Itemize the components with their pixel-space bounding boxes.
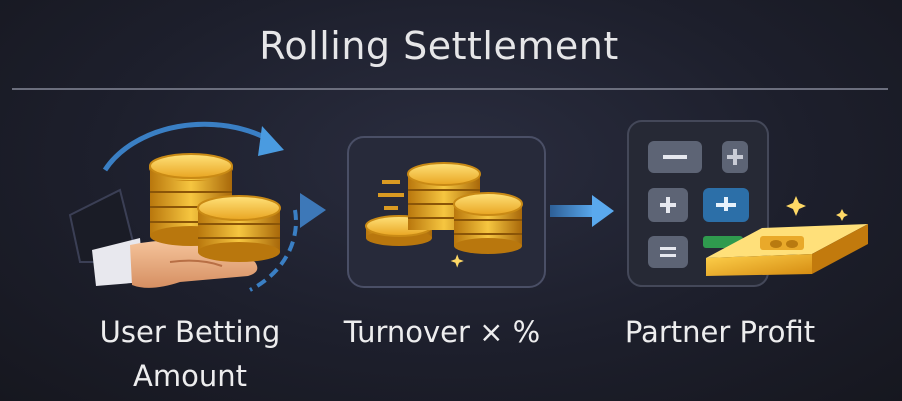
step-label-line: User Betting bbox=[99, 315, 281, 349]
step-label-user-betting-amount: User Betting Amount bbox=[70, 310, 310, 398]
hand-with-coins-icon bbox=[68, 121, 326, 292]
title-divider bbox=[12, 88, 888, 90]
step-label-line: Amount bbox=[133, 359, 247, 393]
flow-arrow bbox=[550, 195, 614, 227]
diagram-title: Rolling Settlement bbox=[259, 24, 619, 68]
step-label-line: Turnover × % bbox=[343, 315, 541, 349]
step-label-line: Partner Profit bbox=[624, 315, 816, 349]
coin-stacks-panel-icon bbox=[347, 136, 546, 288]
calculator-with-gold-icon bbox=[627, 120, 868, 287]
step-label-turnover: Turnover × % bbox=[322, 310, 562, 354]
step-label-partner-profit: Partner Profit bbox=[600, 310, 840, 354]
